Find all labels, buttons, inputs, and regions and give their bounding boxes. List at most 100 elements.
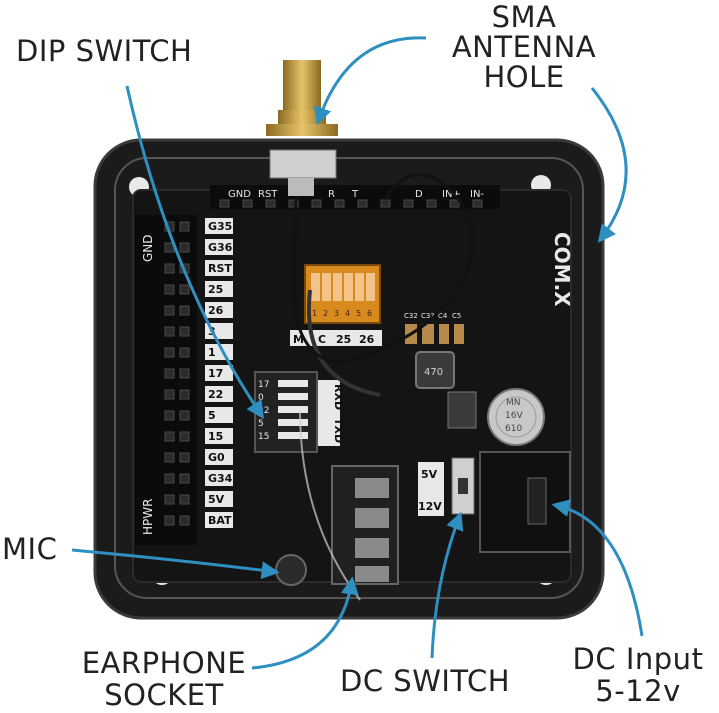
top-header-gnd: GND (228, 189, 251, 200)
header-hole (179, 305, 190, 316)
earphone-jack (331, 465, 399, 585)
header-hole (164, 284, 175, 295)
cap-text-3: 610 (505, 424, 522, 434)
dip-number-2: 2 (323, 309, 328, 318)
top-header-hole (334, 199, 345, 208)
pin-label-bg (205, 260, 233, 276)
pin-label-text: 26 (208, 304, 224, 317)
top-header-hole (219, 199, 230, 208)
dip-number-6: 6 (367, 309, 372, 318)
header-hole (179, 515, 190, 526)
dip-label-c: C (318, 333, 326, 346)
header-hole (164, 473, 175, 484)
header-hole (164, 494, 175, 505)
dip-switch-orange: 1 2 3 4 5 6 (304, 264, 381, 324)
pin-label-bg (205, 218, 233, 234)
cap-label-c4: C4 (438, 312, 448, 320)
pin-label-text: BAT (208, 514, 232, 527)
mic-arrow (71, 548, 280, 580)
electrolytic-capacitor: MN 16V 610 (487, 388, 545, 446)
dc-switch-arrow (430, 511, 464, 659)
dip-label-m: M (293, 333, 304, 346)
top-header-d: D (415, 189, 423, 200)
pin-label-bg (205, 491, 233, 507)
label-dc-input-line1: DC Input (572, 642, 704, 676)
header-hole (179, 473, 190, 484)
pin-label-bg (205, 386, 233, 402)
pin-label-text: G34 (208, 472, 233, 485)
pin-label-bg (205, 365, 233, 381)
header-hole (164, 347, 175, 358)
pin-label-bg (205, 428, 233, 444)
top-header-t: T (351, 189, 359, 200)
label-mic: MIC (2, 532, 58, 566)
power-12v: 12V (418, 500, 442, 513)
sma-arrow (314, 36, 427, 126)
dip-number-3: 3 (334, 309, 339, 318)
mic-capsule (275, 554, 307, 586)
top-header-holes (219, 199, 483, 208)
dc-jack (479, 451, 571, 553)
side-label-gnd: GND (141, 234, 155, 262)
earphone-arrow (251, 576, 359, 670)
side-label-hpwr: HPWR (141, 499, 155, 535)
dip-label-25: 25 (336, 333, 351, 346)
pin-label-text: 15 (208, 430, 223, 443)
header-hole (179, 368, 190, 379)
pin-label-text: 1 (208, 346, 216, 359)
header-hole (164, 515, 175, 526)
pin-label-bg (205, 323, 233, 339)
pin-label-bg (205, 512, 233, 528)
inductor (415, 351, 455, 389)
top-header-hole (380, 199, 391, 208)
top-header-hole (426, 199, 437, 208)
header-hole (179, 242, 190, 253)
sma-arrow-2 (590, 87, 628, 243)
cap-label-c33: C33 (421, 312, 435, 320)
pin-label-bg (205, 407, 233, 423)
dip-label-26: 26 (359, 333, 375, 346)
label-earphone-line2: SOCKET (104, 678, 224, 712)
dip-number-5: 5 (356, 309, 361, 318)
ic-label: 470 (424, 367, 443, 378)
header-hole (164, 431, 175, 442)
gpio-5: 5 (258, 419, 264, 429)
dip-number-1: 1 (312, 309, 317, 318)
header-hole (179, 221, 190, 232)
pin-label-text: 22 (208, 388, 223, 401)
label-earphone-line1: EARPHONE (81, 646, 247, 680)
header-hole (164, 368, 175, 379)
sma-connector (266, 60, 338, 196)
dip-number-4: 4 (345, 309, 350, 318)
header-hole (179, 389, 190, 400)
header-hole (164, 305, 175, 316)
module-label: COM.X (550, 232, 574, 307)
pin-label-bg (205, 449, 233, 465)
cap-text-1: MN (506, 398, 521, 408)
header-hole (179, 431, 190, 442)
pin-label-text: 5 (208, 409, 216, 422)
pin-label-text: G35 (208, 220, 232, 233)
header-hole (179, 494, 190, 505)
pin-label-bg (205, 239, 233, 255)
header-hole (164, 410, 175, 421)
antenna-cable (292, 173, 475, 363)
header-hole (179, 410, 190, 421)
top-header-hole (311, 199, 322, 208)
left-header-holes (164, 221, 190, 526)
header-hole (179, 284, 190, 295)
top-header-hole (357, 199, 368, 208)
header-hole (164, 389, 175, 400)
dc-input-arrow (551, 499, 644, 637)
pin-label-bg (205, 470, 233, 486)
pin-label-bg (205, 302, 233, 318)
cap-text-2: 16V (505, 411, 523, 421)
label-sma-line2: ANTENNA (451, 30, 597, 64)
dip-switch-black: 17 0 22 5 15 (254, 371, 318, 453)
pin-label-text: G36 (208, 241, 233, 254)
top-header-hole (265, 199, 276, 208)
top-header-in-plus: IN+ (442, 189, 461, 200)
label-sma-line3: HOLE (483, 60, 565, 94)
